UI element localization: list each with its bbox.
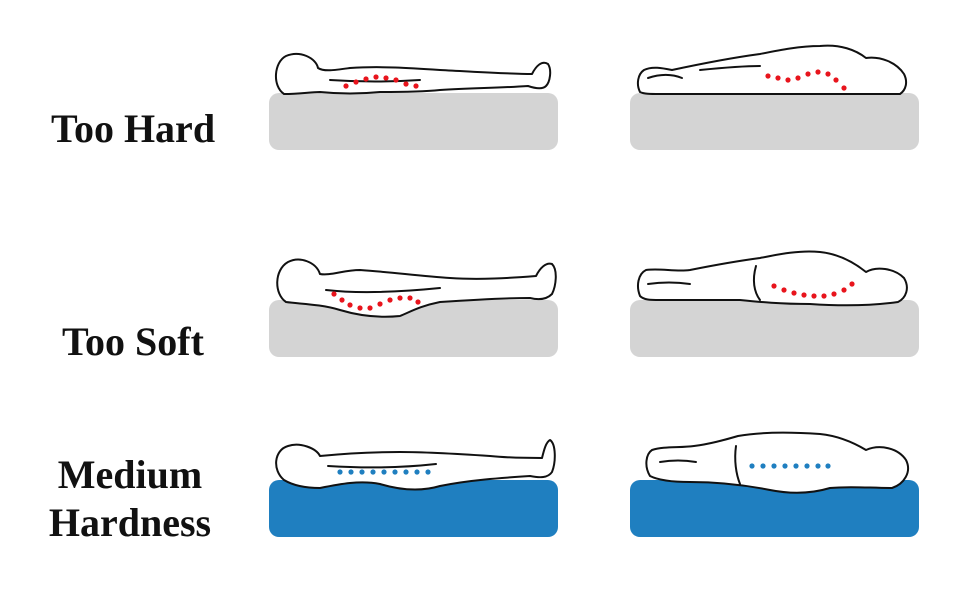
spine-dot [403, 81, 409, 87]
medium-side-sleeper [630, 431, 919, 537]
spine-dot [771, 463, 777, 469]
sleeper-figure [636, 44, 908, 95]
sleeper-figure [645, 431, 910, 494]
label-too-soft: Too Soft [62, 319, 205, 364]
spine-dots-too-hard-left [343, 74, 419, 89]
spine-dots-medium-right [749, 463, 831, 469]
spine-dot [805, 71, 811, 77]
spine-dot [749, 463, 755, 469]
spine-dots-too-soft-left [331, 291, 421, 311]
spine-dot [353, 79, 359, 85]
spine-dot [765, 73, 771, 79]
spine-dot [347, 302, 353, 308]
spine-dot [370, 469, 376, 475]
label-too-hard: Too Hard [51, 106, 215, 151]
spine-dot [348, 469, 354, 475]
spine-dot [782, 463, 788, 469]
too-hard-side-sleeper [630, 44, 919, 150]
sleeper-arm-line [327, 463, 437, 469]
sleeper-arm-line [325, 287, 441, 294]
label-too-hard-line-1: Too Hard [51, 106, 215, 151]
spine-dot [849, 281, 855, 287]
spine-dot [393, 77, 399, 83]
spine-dot [413, 83, 419, 89]
mattress-too-hard-right [630, 93, 919, 150]
spine-dot [383, 75, 389, 81]
sleeper-arm-line [647, 65, 761, 79]
spine-dot [833, 77, 839, 83]
spine-dot [831, 291, 837, 297]
spine-dot [825, 71, 831, 77]
spine-dot [785, 77, 791, 83]
sleeper-arm-line [659, 445, 741, 485]
spine-dot [791, 290, 797, 296]
spine-dot [425, 469, 431, 475]
spine-dot [815, 69, 821, 75]
spine-dots-medium-left [337, 469, 431, 475]
spine-dot [343, 83, 349, 89]
spine-dot [415, 299, 421, 305]
spine-dot [337, 469, 343, 475]
too-soft-side-sleeper [630, 250, 919, 357]
sleeper-figure [637, 250, 908, 307]
spine-dot [357, 305, 363, 311]
label-medium-hardness-line-2: Hardness [49, 500, 211, 545]
spine-dot [331, 291, 337, 297]
label-too-soft-line-1: Too Soft [62, 319, 205, 364]
spine-dot [373, 74, 379, 80]
spine-dot [775, 75, 781, 81]
sleeper-figure [276, 258, 557, 318]
spine-dots-too-hard-right [765, 69, 847, 91]
mattress-medium-right [630, 480, 919, 537]
mattress-too-soft-right [630, 300, 919, 357]
spine-dot [841, 85, 847, 91]
spine-dots-too-soft-right [771, 281, 855, 299]
sleeper-arm-line [647, 265, 761, 301]
spine-dot [392, 469, 398, 475]
sleeper-figure [275, 52, 552, 95]
spine-dot [377, 301, 383, 307]
spine-dot [804, 463, 810, 469]
spine-dot [841, 287, 847, 293]
spine-dot [387, 297, 393, 303]
mattress-too-hard-left [269, 93, 558, 150]
spine-dot [821, 293, 827, 299]
mattress-medium-left [269, 480, 558, 537]
sleeper-arm-line [329, 79, 421, 83]
spine-dot [795, 75, 801, 81]
spine-dot [801, 292, 807, 298]
sleeper-figure [275, 439, 556, 491]
label-medium-hardness-line-1: Medium [58, 452, 202, 497]
too-hard-back-sleeper [269, 52, 558, 150]
too-soft-back-sleeper [269, 258, 558, 357]
label-medium-hardness: Medium Hardness [49, 452, 211, 545]
spine-dot [403, 469, 409, 475]
spine-dot [771, 283, 777, 289]
spine-dot [825, 463, 831, 469]
spine-dot [397, 295, 403, 301]
spine-dot [363, 76, 369, 82]
spine-dot [811, 293, 817, 299]
spine-dot [793, 463, 799, 469]
mattress-too-soft-left [269, 300, 558, 357]
spine-dot [339, 297, 345, 303]
medium-back-sleeper [269, 439, 558, 537]
spine-dot [781, 287, 787, 293]
spine-dot [407, 295, 413, 301]
spine-dot [367, 305, 373, 311]
spine-dot [381, 469, 387, 475]
spine-dot [815, 463, 821, 469]
spine-dot [760, 463, 766, 469]
spine-dot [414, 469, 420, 475]
spine-dot [359, 469, 365, 475]
